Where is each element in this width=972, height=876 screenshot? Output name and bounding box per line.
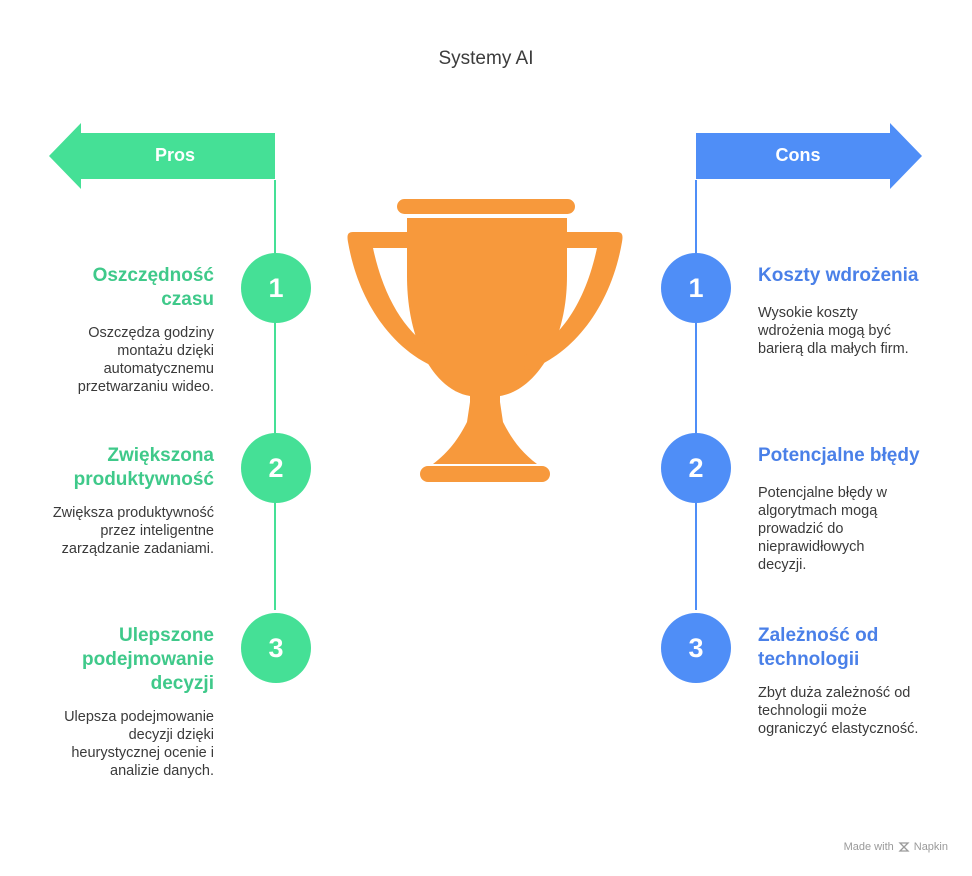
footer-brand: Napkin <box>913 841 948 853</box>
napkin-logo-icon <box>898 842 910 852</box>
pros-item-3-description: Ulepsza podejmowanie decyzji dzięki heur… <box>64 709 214 779</box>
pros-item-3-title: Ulepszone podejmowanie decyzji <box>82 625 214 694</box>
cons-connector-line <box>695 180 697 610</box>
pros-banner-label: Pros <box>154 145 196 165</box>
made-with-napkin[interactable]: Made with Napkin <box>844 841 948 853</box>
cons-item-2-title: Potencjalne błędy <box>758 445 920 466</box>
cons-banner-arrow <box>696 123 922 189</box>
cons-number-2: 2 <box>661 433 731 503</box>
pros-item-2-title: Zwiększona produktywność <box>73 445 214 490</box>
pros-number-3: 3 <box>241 613 311 683</box>
cons-banner-label: Cons <box>775 145 821 165</box>
pros-item-2-description: Zwiększa produktywność przez inteligentn… <box>52 505 214 557</box>
cons-item-3-description: Zbyt duża zależność od technologii może … <box>758 685 919 737</box>
cons-item-3-title: Zależność od technologii <box>758 625 879 670</box>
pros-banner-arrow <box>49 123 275 189</box>
trophy-icon <box>347 199 623 482</box>
pros-number-2: 2 <box>241 433 311 503</box>
pros-connector-line <box>274 180 276 610</box>
cons-item-1-description: Wysokie koszty wdrożenia mogą być barier… <box>758 305 909 357</box>
pros-item-1-description: Oszczędza godziny montażu dzięki automat… <box>77 325 214 395</box>
pros-number-1: 1 <box>241 253 311 323</box>
pros-item-1-title: Oszczędność czasu <box>92 265 214 310</box>
cons-item-1-title: Koszty wdrożenia <box>758 265 919 286</box>
cons-number-1: 1 <box>661 253 731 323</box>
cons-number-3: 3 <box>661 613 731 683</box>
footer-text: Made with <box>843 841 894 853</box>
page-title: Systemy AI <box>438 48 534 69</box>
cons-item-2-description: Potencjalne błędy w algorytmach mogą pro… <box>758 485 887 573</box>
